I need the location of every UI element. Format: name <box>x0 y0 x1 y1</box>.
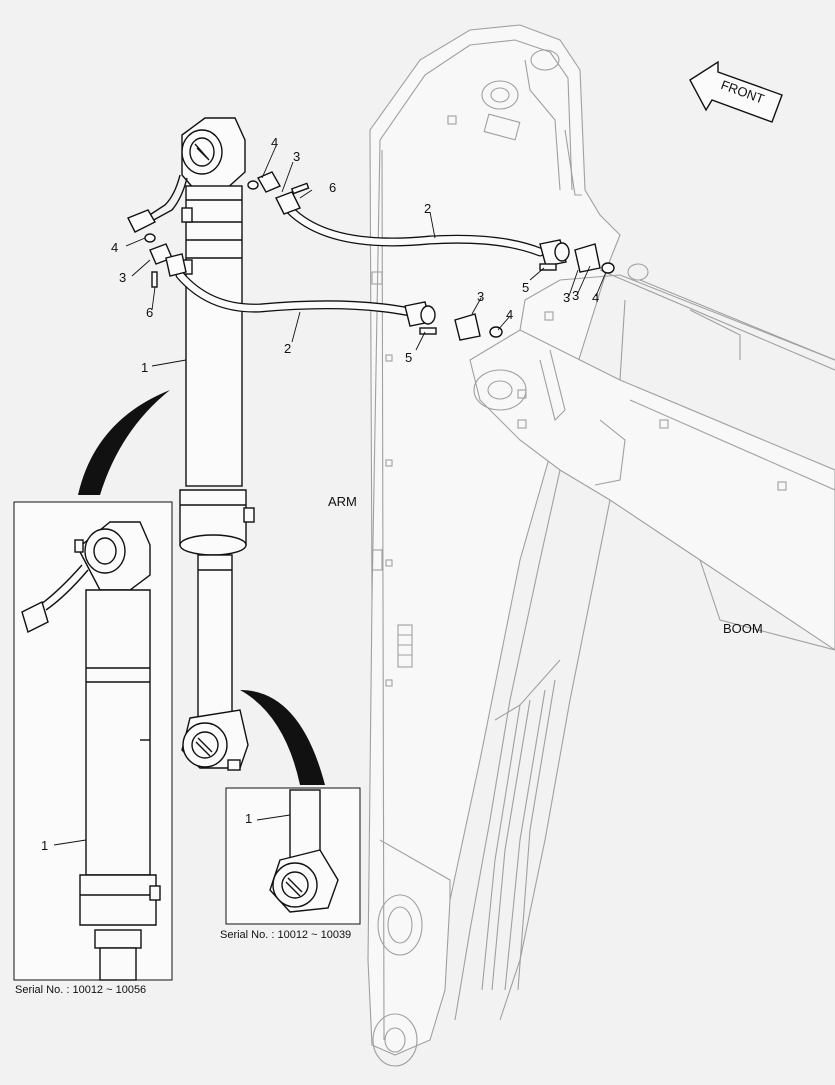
callout-3-a: 3 <box>293 149 300 164</box>
callout-6-b: 6 <box>146 305 153 320</box>
hose-lower <box>175 270 415 317</box>
fitting-set-lower-boom <box>404 301 503 341</box>
arm-cylinder <box>179 117 255 771</box>
hose-upper <box>285 205 545 257</box>
callout-4-c: 4 <box>506 307 513 322</box>
callout-1-cylinder: 1 <box>141 360 148 375</box>
right-detail-serial-caption: Serial No. : 10012 ~ 10039 <box>220 929 351 941</box>
callout-4-b: 4 <box>111 240 118 255</box>
boom-label: BOOM <box>723 621 763 636</box>
left-detail-serial-caption: Serial No. : 10012 ~ 10056 <box>15 984 146 996</box>
arm-label: ARM <box>328 494 357 509</box>
callout-2-lower-hose: 2 <box>284 341 291 356</box>
callout-4-d: 4 <box>592 290 599 305</box>
callout-2-upper-hose: 2 <box>424 201 431 216</box>
fitting-set-lower-cylinder <box>144 233 187 288</box>
callout-1-right-detail: 1 <box>245 811 252 826</box>
callout-4-a: 4 <box>271 135 278 150</box>
callout-3-b: 3 <box>119 270 126 285</box>
callout-3-e: 3 <box>572 288 579 303</box>
callout-3-d: 3 <box>563 290 570 305</box>
callout-1-left-detail: 1 <box>41 838 48 853</box>
boom-structure <box>454 269 835 1021</box>
callout-3-c: 3 <box>477 289 484 304</box>
front-direction-arrow: FRONT <box>689 60 783 123</box>
callout-5-b: 5 <box>522 280 529 295</box>
callouts: 1 1 1 2 2 4 3 6 4 3 6 3 4 5 5 3 3 4 <box>41 135 599 853</box>
grease-pipe <box>127 174 188 233</box>
fitting-set-upper-cylinder <box>247 171 310 215</box>
arm-structure <box>367 24 621 1067</box>
callout-6-a: 6 <box>329 180 336 195</box>
callout-5-a: 5 <box>405 350 412 365</box>
detail-view-left <box>13 390 173 981</box>
fitting-set-upper-boom <box>539 239 649 281</box>
leader-lines <box>53 145 607 846</box>
detail-view-right <box>225 690 361 925</box>
